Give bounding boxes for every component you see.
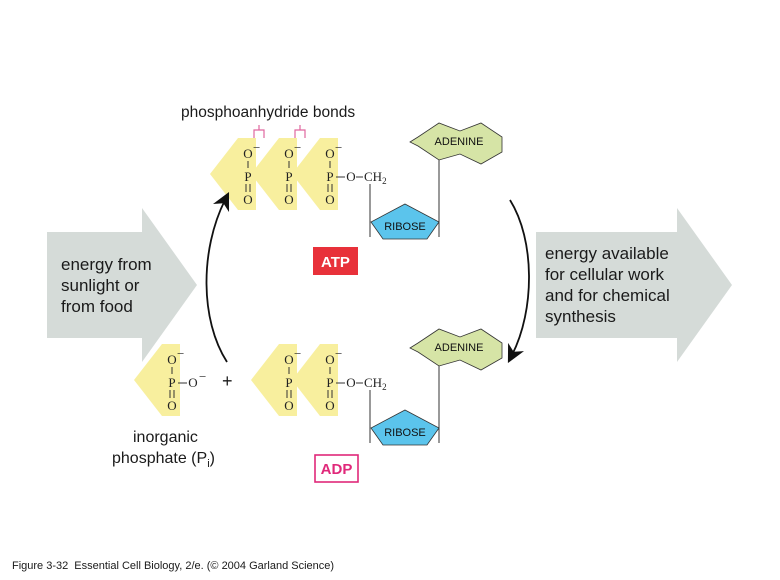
adp-adenine-shape: [409, 328, 503, 371]
atp-synthesis-arrow: [205, 191, 230, 363]
pi-terminal-charge-right: −: [199, 369, 206, 384]
atp-phosphate-3-shape: [292, 138, 338, 210]
adp-phosphate-1-oxygen-top: O: [284, 352, 293, 367]
adp-badge-border: [314, 454, 359, 483]
energy-input-line-1: energy from: [61, 255, 152, 274]
atp-ch2-subscript: 2: [382, 176, 387, 186]
adp-ch2-text: CH: [364, 375, 382, 390]
pi-phosphate-1-shape: [134, 344, 180, 416]
atp-hydrolysis-arrow: [507, 199, 530, 364]
atp-phosphate-2-oxygen-top: O: [284, 146, 293, 161]
pi-phosphate-1-oxygen-top: O: [167, 352, 176, 367]
energy-output-line-3: and for chemical: [545, 286, 670, 305]
energy-input-line-3: from food: [61, 297, 133, 316]
atp-ch2-label: CH2: [364, 169, 387, 186]
atp-phosphate-1-phosphorus: P: [244, 169, 251, 184]
adp-phosphate-1-oxygen-bottom: O: [284, 398, 293, 413]
adp-phosphate-1-phosphorus: P: [285, 375, 292, 390]
pi-label-text: phosphate (P: [112, 450, 207, 467]
atp-phosphate-1-shape: [210, 138, 256, 210]
energy-output-line-4: synthesis: [545, 307, 616, 326]
caption-figure-number: Figure 3-32: [12, 560, 68, 572]
pi-label-subscript: i: [207, 458, 209, 470]
energy-output-line-1: energy available: [545, 244, 669, 263]
adp-phosphate-1-charge-top: −: [294, 346, 301, 361]
energy-input-arrow-shape: [47, 208, 197, 362]
atp-ribose-shape: [370, 203, 440, 240]
atp-ch2-text: CH: [364, 169, 382, 184]
bond-marker-2: [294, 125, 306, 138]
atp-bridge-oxygen-3: O: [346, 169, 355, 184]
pi-phosphate-1-oxygen-bottom: O: [167, 398, 176, 413]
adp-ch2-subscript: 2: [382, 382, 387, 392]
adp-phosphate-2-shape: [292, 344, 338, 416]
atp-phosphate-3-phosphorus: P: [326, 169, 333, 184]
pi-label-line-2: phosphate (Pi): [112, 450, 215, 470]
adp-ribose-label: RIBOSE: [384, 427, 426, 439]
adp-ch2-label: CH2: [364, 375, 387, 392]
atp-phosphate-1-charge-top: −: [253, 140, 260, 155]
atp-phosphate-3-charge-top: −: [335, 140, 342, 155]
energy-input-line-2: sunlight or: [61, 276, 140, 295]
atp-adenine-label: ADENINE: [435, 136, 484, 148]
phosphoanhydride-bonds-label: phosphoanhydride bonds: [181, 104, 355, 121]
atp-adenine-shape: [409, 122, 503, 165]
atp-phosphate-1-oxygen-top: O: [243, 146, 252, 161]
atp-phosphate-2-oxygen-bottom: O: [284, 192, 293, 207]
atp-badge-label: ATP: [321, 254, 350, 271]
plus-sign: +: [222, 371, 233, 391]
pi-phosphate-1-phosphorus: P: [168, 375, 175, 390]
atp-phosphate-3-oxygen-bottom: O: [325, 192, 334, 207]
atp-phosphate-1-oxygen-bottom: O: [243, 192, 252, 207]
adp-adenine-label: ADENINE: [435, 342, 484, 354]
figure-caption: Figure 3-32 Essential Cell Biology, 2/e. …: [12, 560, 334, 572]
atp-phosphate-2-phosphorus: P: [285, 169, 292, 184]
adp-phosphate-2-phosphorus: P: [326, 375, 333, 390]
atp-badge-bg: [313, 247, 358, 275]
caption-source: Essential Cell Biology, 2/e. (© 2004 Gar…: [74, 560, 334, 572]
adp-phosphate-2-oxygen-top: O: [325, 352, 334, 367]
adp-phosphate-2-charge-top: −: [335, 346, 342, 361]
pi-label-line-1: inorganic: [133, 429, 198, 446]
adp-badge: ADP: [314, 454, 359, 483]
energy-output-arrow-shape: [536, 208, 732, 362]
adp-badge-label: ADP: [321, 461, 353, 478]
atp-phosphate-2-charge-top: −: [294, 140, 301, 155]
adp-ribose-shape: [370, 409, 440, 446]
energy-input-arrow: energy from sunlight or from food: [47, 208, 197, 362]
adp-phosphate-2-oxygen-bottom: O: [325, 398, 334, 413]
bond-marker-1: [253, 125, 265, 138]
pi-label-close: ): [210, 450, 215, 467]
inorganic-phosphate-molecule: −OO−POO−: [134, 344, 206, 416]
atp-phosphate-2-shape: [251, 138, 297, 210]
atp-phosphate-3-oxygen-top: O: [325, 146, 334, 161]
atp-badge: ATP: [313, 247, 358, 275]
bond-markers: [253, 125, 306, 138]
energy-output-arrow: energy available for cellular work and f…: [536, 208, 732, 362]
adp-phosphate-1-shape: [251, 344, 297, 416]
pi-phosphate-1-charge-top: −: [177, 346, 184, 361]
adp-bridge-oxygen-2: O: [346, 375, 355, 390]
pi-oxygen-right: O: [188, 375, 197, 390]
atp-ribose-label: RIBOSE: [384, 221, 426, 233]
energy-output-line-2: for cellular work: [545, 265, 665, 284]
